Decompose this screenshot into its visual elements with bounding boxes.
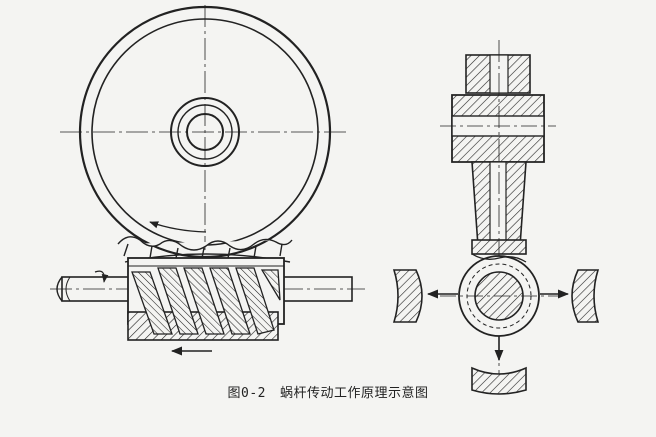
worm-shaft xyxy=(50,270,365,302)
worm-wheel xyxy=(60,5,350,259)
gear-segment-left xyxy=(392,269,423,323)
worm-body xyxy=(127,257,285,341)
figure-number: 图0-2 xyxy=(227,386,266,401)
force-arrows xyxy=(426,289,570,362)
section-view xyxy=(440,40,560,378)
gear-segment-right xyxy=(571,269,600,323)
gear-segment-bottom xyxy=(471,366,527,395)
figure-title: 蜗杆传动工作原理示意图 xyxy=(279,386,429,401)
figure-caption: 图0-2 蜗杆传动工作原理示意图 xyxy=(0,382,656,401)
